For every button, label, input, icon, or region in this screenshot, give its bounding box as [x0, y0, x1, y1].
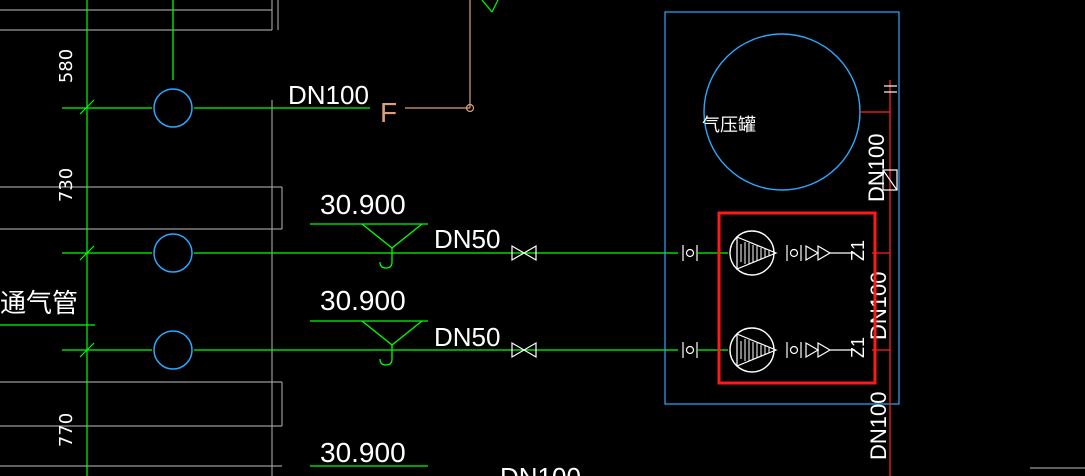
dimension-770: 770 [56, 413, 77, 447]
vent-pipe-label: 通气管 [0, 288, 78, 318]
branch-row-3-partial: 30.900 DN100 [310, 437, 1085, 476]
top-riser [62, 0, 370, 109]
dn100-vertical-label-a: DN100 [864, 134, 889, 202]
dn100-vertical-label-c: DN100 [866, 392, 891, 460]
dimension-580: 580 [56, 49, 77, 83]
branch-size-label: DN50 [434, 322, 500, 352]
elevation-label: 30.900 [320, 285, 406, 316]
tan-pipe [405, 0, 475, 113]
equipment-room-outline [664, 11, 900, 405]
pump-row-2: Z1 [682, 327, 868, 373]
branch-size-label: DN50 [434, 224, 500, 254]
branch-row-2: 30.900 DN50 [62, 285, 678, 370]
riser-circle-icon [153, 233, 193, 273]
pump-tag: Z1 [848, 240, 868, 261]
selection-highlight-box[interactable] [717, 211, 877, 385]
check-valve-icon [882, 169, 898, 191]
gate-valve-icon [511, 244, 537, 262]
pump-tag: Z1 [848, 337, 868, 358]
top-green-mark [481, 0, 499, 13]
riser-circle-icon [153, 330, 193, 370]
dn100-vertical-label-b: DN100 [866, 272, 891, 340]
dn100-bottom-partial-label: DN100 [500, 462, 581, 476]
gate-valve-icon [511, 341, 537, 359]
dimension-730: 730 [56, 168, 77, 202]
branch-row-1: 30.900 DN50 [62, 189, 678, 273]
pump-icon[interactable] [729, 230, 778, 276]
pump-row-1: Z1 [682, 230, 868, 276]
dn100-top-label: DN100 [288, 80, 369, 110]
wall-outlines [0, 0, 283, 476]
riser-circle-icon [153, 88, 193, 128]
pressure-tank-label: 气压罐 [702, 115, 756, 135]
elevation-label: 30.900 [320, 189, 406, 220]
f-marker: F [380, 97, 397, 128]
pump-icon[interactable] [729, 327, 778, 373]
pipe-end-cap [884, 85, 897, 93]
elevation-label: 30.900 [320, 437, 406, 468]
